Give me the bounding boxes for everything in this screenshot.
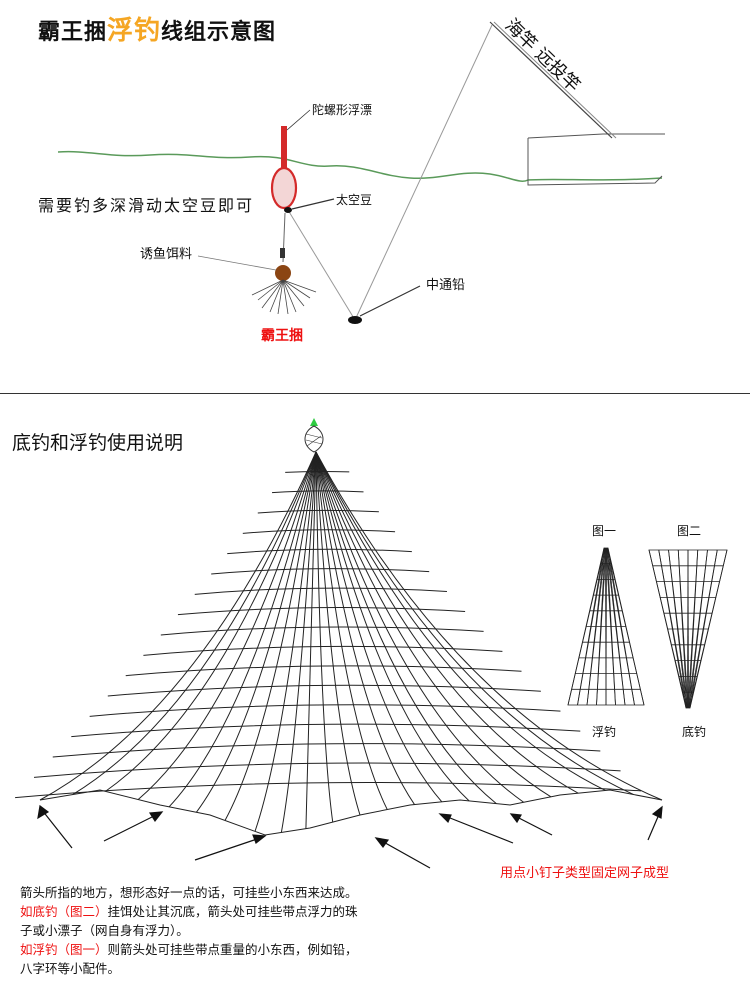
float-body <box>270 166 298 210</box>
net-mesh <box>242 529 396 534</box>
sinker-label: 中通铅 <box>426 278 466 293</box>
net-mesh <box>52 743 601 758</box>
net-strand <box>315 451 497 805</box>
net-strand <box>315 451 415 805</box>
net-mesh <box>160 626 484 636</box>
note-line-1: 箭头所指的地方，想形态好一点的话，可挂些小东西来达成。 <box>20 885 358 900</box>
bait-label: 诱鱼饵料 <box>140 247 193 262</box>
note-line-4: 如浮钓（图一）则箭头处可挂些带点重量的小东西，例如铅， <box>20 942 358 957</box>
fig2-label: 图二 <box>677 524 702 538</box>
net-mesh <box>125 665 522 677</box>
fig2-net <box>648 549 728 709</box>
net-strand <box>315 451 524 803</box>
net-mesh <box>33 762 621 778</box>
arrows <box>37 804 663 869</box>
net-mesh <box>271 490 364 494</box>
main-line <box>354 24 493 321</box>
net-strand <box>224 451 317 821</box>
net-strand <box>254 451 317 832</box>
net-strand <box>315 451 470 802</box>
net-strand <box>315 451 663 801</box>
bean-label: 太空豆 <box>336 193 373 207</box>
note-line-3: 子或小漂子（网自身有浮力）。 <box>20 923 189 938</box>
net-strand <box>315 451 552 798</box>
net-strand <box>137 451 317 800</box>
net-strand <box>315 451 334 823</box>
net-mesh <box>107 684 541 697</box>
net-strand <box>72 451 317 795</box>
bait-ball <box>275 265 291 281</box>
net-mesh <box>15 781 642 799</box>
net-hem <box>39 789 663 836</box>
note-line-5: 八字环等小配件。 <box>20 961 121 976</box>
nail-note: 用点小钉子类型固定网子成型 <box>500 866 670 881</box>
rig-label: 霸王捆 <box>261 328 303 344</box>
shore-outline <box>527 133 665 186</box>
net-mesh <box>71 723 581 738</box>
net-mesh <box>89 704 561 717</box>
float-stick <box>281 126 287 168</box>
net-strand <box>168 451 317 808</box>
net-strand <box>105 451 317 792</box>
fig2-caption: 底钓 <box>682 725 707 739</box>
apex-marker <box>310 418 318 426</box>
rig-diagram <box>57 21 665 324</box>
fig1-label: 图一 <box>592 524 617 538</box>
net-strand <box>315 451 634 796</box>
net-mesh <box>285 470 350 473</box>
bean <box>284 207 292 213</box>
rod-line <box>489 21 613 139</box>
net-strand <box>315 451 606 791</box>
net-mesh <box>177 607 466 616</box>
fig1-net <box>567 547 645 706</box>
net-strand <box>305 451 317 829</box>
net-mesh <box>257 509 379 514</box>
float-label: 陀螺形浮漂 <box>312 103 373 117</box>
net-mesh <box>143 645 503 656</box>
net-strand <box>280 451 317 833</box>
note-line-2: 如底钓（图二）挂饵处让其沉底，箭头处可挂些带点浮力的珠 <box>20 904 358 919</box>
net-strand <box>315 451 361 816</box>
section-title: 底钓和浮钓使用说明 <box>12 432 184 454</box>
net-mesh <box>211 568 430 575</box>
page-title: 霸王捆浮钓线组示意图 <box>38 16 277 46</box>
net-strand <box>315 451 443 803</box>
depth-note: 需要钓多深滑动太空豆即可 <box>38 196 255 215</box>
fig1-caption: 浮钓 <box>592 725 617 739</box>
sinker <box>348 316 362 324</box>
net-mesh <box>194 587 447 595</box>
net-strand <box>195 451 317 813</box>
big-net <box>15 451 663 836</box>
apex-pod <box>304 425 324 453</box>
net-strand <box>315 451 579 794</box>
section-divider <box>0 393 750 394</box>
net-mesh <box>227 548 412 555</box>
